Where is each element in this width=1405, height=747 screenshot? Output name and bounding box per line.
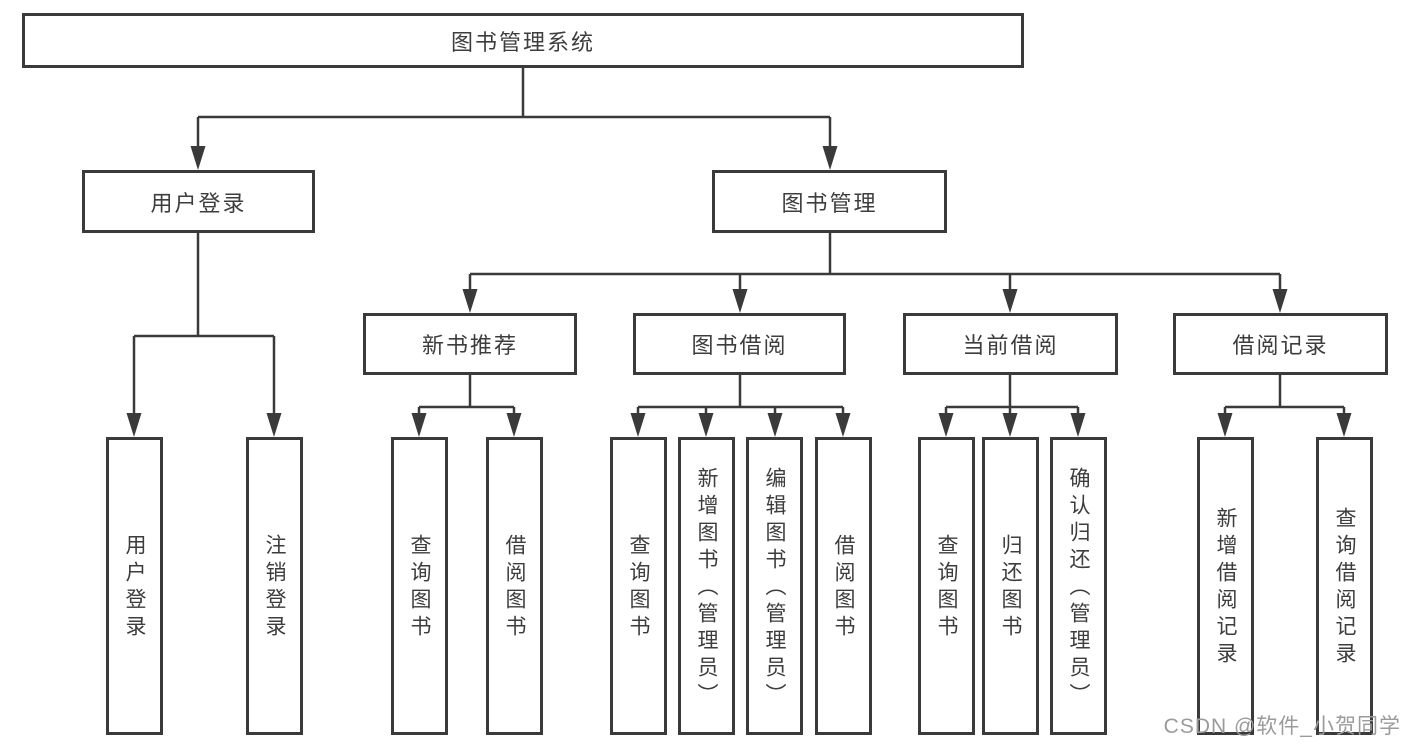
- node-borrow-record: 借阅记录: [1173, 313, 1388, 375]
- node-root: 图书管理系统: [22, 13, 1024, 68]
- leaf-logout: 注销登录: [246, 437, 303, 735]
- node-book-borrow: 图书借阅: [633, 313, 846, 375]
- leaf-bb-query-book: 查询图书: [610, 437, 667, 735]
- node-user-login: 用户登录: [82, 170, 315, 233]
- leaf-br-add-record: 新增借阅记录: [1197, 437, 1254, 735]
- leaf-user-login: 用户登录: [106, 437, 163, 735]
- node-book-management: 图书管理: [712, 170, 947, 233]
- watermark-text: CSDN @软件_小贺同学: [1163, 715, 1401, 738]
- leaf-br-query-record: 查询借阅记录: [1316, 437, 1373, 735]
- leaf-cb-query-book: 查询图书: [918, 437, 975, 735]
- leaf-nb-borrow-book: 借阅图书: [486, 437, 543, 735]
- leaf-cb-return-book: 归还图书: [982, 437, 1039, 735]
- leaf-bb-add-book-admin: 新增图书（管理员）: [678, 437, 735, 735]
- node-new-book-recommend: 新书推荐: [363, 313, 577, 375]
- leaf-bb-borrow-book: 借阅图书: [815, 437, 872, 735]
- leaf-bb-edit-book-admin: 编辑图书（管理员）: [746, 437, 803, 735]
- node-current-borrow: 当前借阅: [903, 313, 1118, 375]
- leaf-cb-confirm-return-admin: 确认归还（管理员）: [1050, 437, 1107, 735]
- leaf-nb-query-book: 查询图书: [391, 437, 448, 735]
